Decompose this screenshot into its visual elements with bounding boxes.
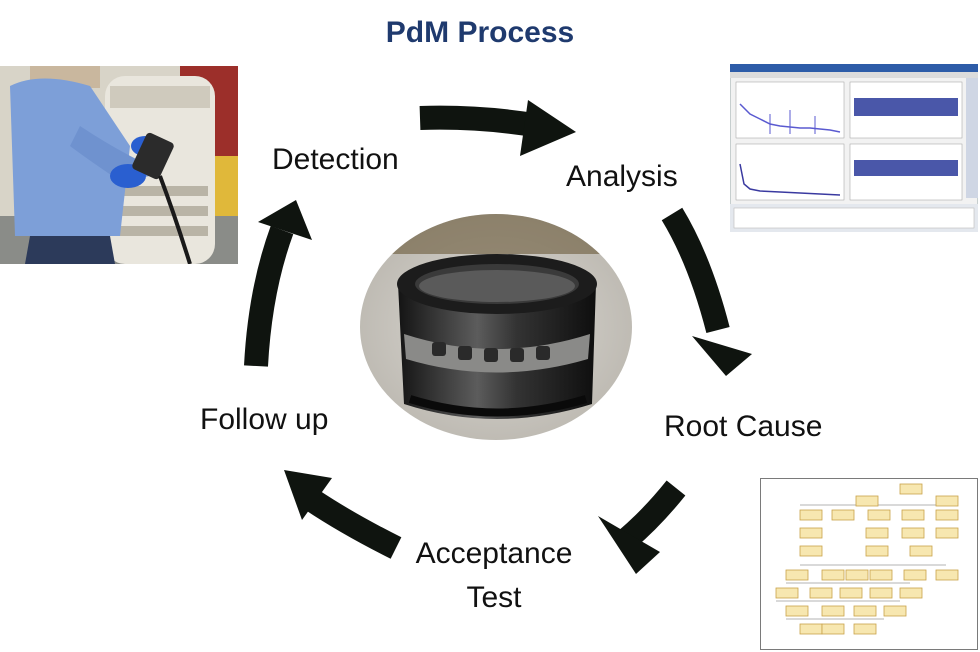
- tree-node: [799, 527, 823, 539]
- tree-node: [845, 569, 869, 581]
- tree-node: [855, 495, 879, 507]
- tree-node: [853, 605, 877, 617]
- arrow-follow-up-to-detection-head: [258, 200, 312, 240]
- tree-node: [899, 483, 923, 495]
- tree-node: [785, 605, 809, 617]
- tree-node: [903, 569, 927, 581]
- tree-node: [901, 527, 925, 539]
- arrow-acceptance-to-follow-up-shaft: [305, 490, 402, 559]
- arrow-detection-to-analysis-shaft: [419, 105, 542, 138]
- step-acceptance-test-line1: Acceptance: [415, 537, 573, 570]
- tree-node: [821, 605, 845, 617]
- tree-node: [869, 587, 893, 599]
- tree-node: [799, 509, 823, 521]
- page-title: PdM Process: [385, 16, 575, 49]
- arrow-analysis-to-root-cause-head: [692, 336, 752, 376]
- tree-node: [935, 509, 959, 521]
- tree-node: [821, 623, 845, 635]
- step-detection: Detection: [272, 143, 399, 176]
- technician-photo: [0, 66, 238, 264]
- tree-node: [867, 509, 891, 521]
- arrow-analysis-to-root-cause: [661, 207, 752, 376]
- tree-node: [869, 569, 893, 581]
- arrow-root-cause-to-acceptance-shaft: [618, 480, 686, 550]
- step-acceptance-test-line2: Test: [466, 581, 522, 614]
- arrow-analysis-to-root-cause-shaft: [661, 207, 730, 333]
- arrow-detection-to-analysis-head: [520, 100, 576, 156]
- arrow-root-cause-to-acceptance: [598, 480, 686, 574]
- analysis-software-screenshot: [730, 64, 978, 232]
- root-cause-tree-diagram: [760, 478, 978, 650]
- step-root-cause: Root Cause: [664, 410, 823, 443]
- tree-node: [831, 509, 855, 521]
- tree-node: [821, 569, 845, 581]
- tree-node: [899, 587, 923, 599]
- tree-node: [901, 509, 925, 521]
- tree-node: [809, 587, 833, 599]
- arrow-follow-up-to-detection-shaft: [244, 225, 294, 367]
- tree-node: [865, 527, 889, 539]
- tree-node: [775, 587, 799, 599]
- arrow-acceptance-to-follow-up-head: [284, 470, 332, 520]
- arrow-acceptance-to-follow-up: [284, 470, 402, 559]
- tree-node: [799, 545, 823, 557]
- step-analysis: Analysis: [566, 160, 678, 193]
- tree-node: [865, 545, 889, 557]
- tree-node: [935, 527, 959, 539]
- tree-node: [839, 587, 863, 599]
- tree-node: [853, 623, 877, 635]
- arrow-detection-to-analysis: [419, 100, 576, 156]
- tree-node: [935, 569, 959, 581]
- tree-node: [883, 605, 907, 617]
- tree-node: [785, 569, 809, 581]
- step-acceptance-test: Acceptance Test: [404, 532, 584, 620]
- tree-node: [909, 545, 933, 557]
- arrow-follow-up-to-detection: [244, 200, 312, 367]
- tree-node: [935, 495, 959, 507]
- step-follow-up: Follow up: [200, 403, 329, 436]
- arrow-root-cause-to-acceptance-head: [598, 516, 660, 574]
